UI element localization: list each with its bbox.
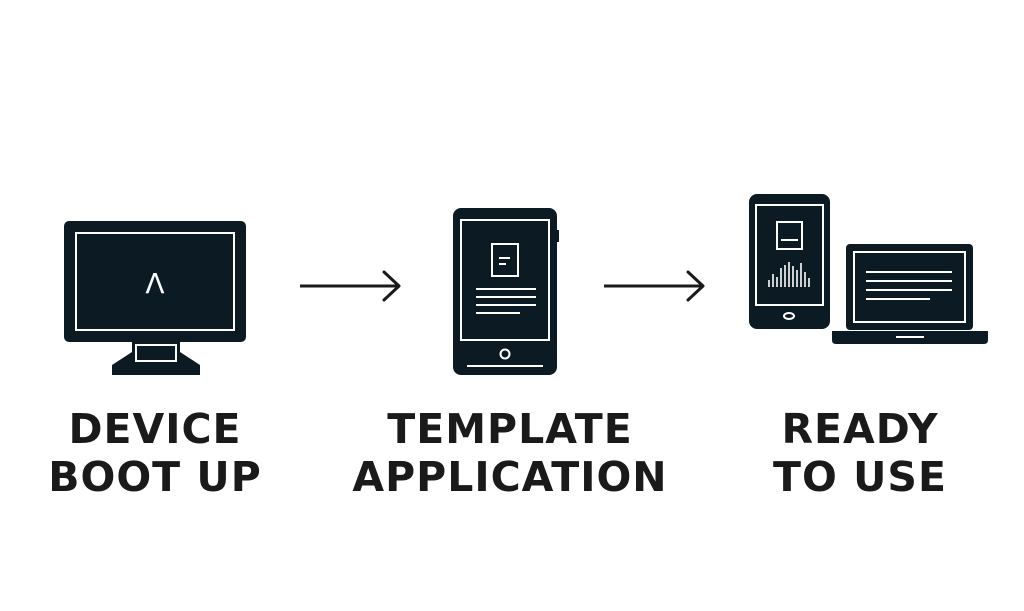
arrow-right-icon bbox=[300, 270, 401, 302]
boot-glyph: Λ bbox=[145, 267, 164, 300]
desktop-monitor-icon: Λ bbox=[64, 221, 246, 375]
step-1-line-2: BOOT UP bbox=[48, 453, 262, 501]
step-3-line-2: TO USE bbox=[773, 453, 947, 501]
arrow-right-icon bbox=[604, 270, 705, 302]
step-3-line-1: READY bbox=[781, 405, 939, 453]
step-label-ready-to-use: READY TO USE bbox=[735, 405, 985, 501]
step-2-line-2: APPLICATION bbox=[352, 453, 668, 501]
step-1-line-1: DEVICE bbox=[68, 405, 242, 453]
step-label-device-boot-up: DEVICE BOOT UP bbox=[30, 405, 280, 501]
step-label-template-application: TEMPLATE APPLICATION bbox=[330, 405, 690, 501]
step-2-line-1: TEMPLATE bbox=[387, 405, 633, 453]
tablet-document-icon bbox=[453, 208, 559, 375]
phone-and-laptop-icon bbox=[749, 194, 988, 344]
